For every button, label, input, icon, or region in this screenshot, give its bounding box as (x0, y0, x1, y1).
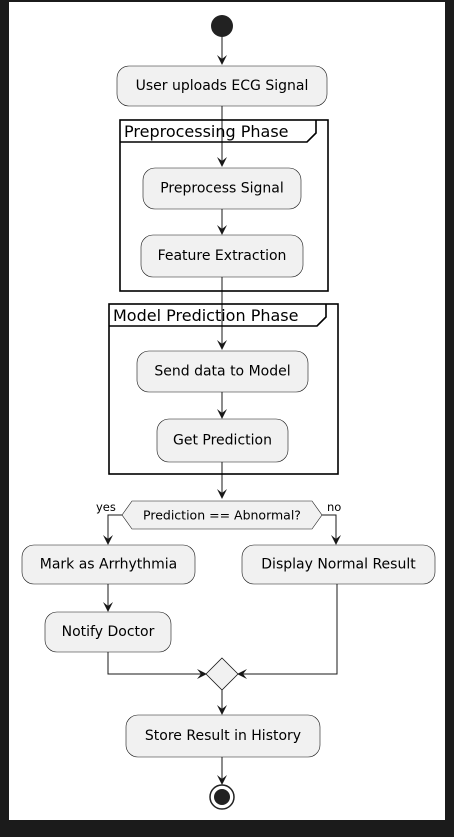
phase-title-tab (120, 120, 317, 143)
arrowhead (197, 669, 207, 679)
node-label: Get Prediction (173, 433, 272, 449)
edge-notify-merge (107, 652, 203, 675)
node-preprocess: Preprocess Signal (142, 167, 302, 210)
node-label: Notify Doctor (62, 624, 155, 640)
decision-question: Prediction == Abnormal? (143, 508, 301, 523)
model-prediction-phase: Model Prediction Phase (108, 303, 339, 475)
diagram-svg: Preprocessing Phase Model Prediction Pha… (21, 15, 436, 810)
arrowhead (217, 55, 227, 65)
phase-title: Model Prediction Phase (113, 306, 298, 325)
arrowhead (103, 535, 113, 545)
arrowhead (217, 409, 227, 419)
node-notify-doctor: Notify Doctor (44, 611, 172, 653)
arrowhead (217, 775, 227, 785)
node-feature: Feature Extraction (140, 234, 304, 278)
node-mark-arrhythmia: Mark as Arrhythmia (21, 544, 196, 585)
branch-label-no: no (327, 500, 341, 514)
node-display-normal: Display Normal Result (241, 544, 436, 585)
preprocessing-phase: Preprocessing Phase (119, 119, 329, 292)
node-get-prediction: Get Prediction (156, 418, 289, 463)
node-label: Send data to Model (154, 364, 290, 380)
node-label: Display Normal Result (261, 557, 416, 573)
node-label: Mark as Arrhythmia (40, 557, 178, 573)
node-send-model: Send data to Model (136, 350, 309, 393)
start-node (211, 15, 233, 37)
arrowhead (217, 489, 227, 499)
arrowhead (217, 225, 227, 235)
node-label: Store Result in History (145, 728, 301, 744)
edge-normal-merge (241, 584, 338, 675)
node-store-result: Store Result in History (125, 714, 321, 758)
phase-title: Preprocessing Phase (124, 122, 289, 141)
node-upload: User uploads ECG Signal (116, 65, 328, 107)
phase-title-tab (109, 304, 327, 327)
arrowhead (217, 157, 227, 167)
edge-decision-no (322, 514, 337, 541)
node-label: Preprocess Signal (160, 181, 284, 197)
edge-decision-yes (107, 514, 122, 541)
arrowhead (217, 340, 227, 350)
decision-node: Prediction == Abnormal? (121, 500, 323, 530)
arrowhead (237, 669, 247, 679)
arrowhead (331, 535, 341, 545)
arrowhead (217, 705, 227, 715)
activity-diagram: Preprocessing Phase Model Prediction Pha… (9, 2, 445, 820)
node-label: User uploads ECG Signal (136, 78, 309, 94)
merge-node (205, 657, 239, 691)
branch-label-yes: yes (96, 500, 116, 514)
arrowhead (103, 602, 113, 612)
node-label: Feature Extraction (158, 248, 287, 264)
end-node (209, 784, 235, 810)
